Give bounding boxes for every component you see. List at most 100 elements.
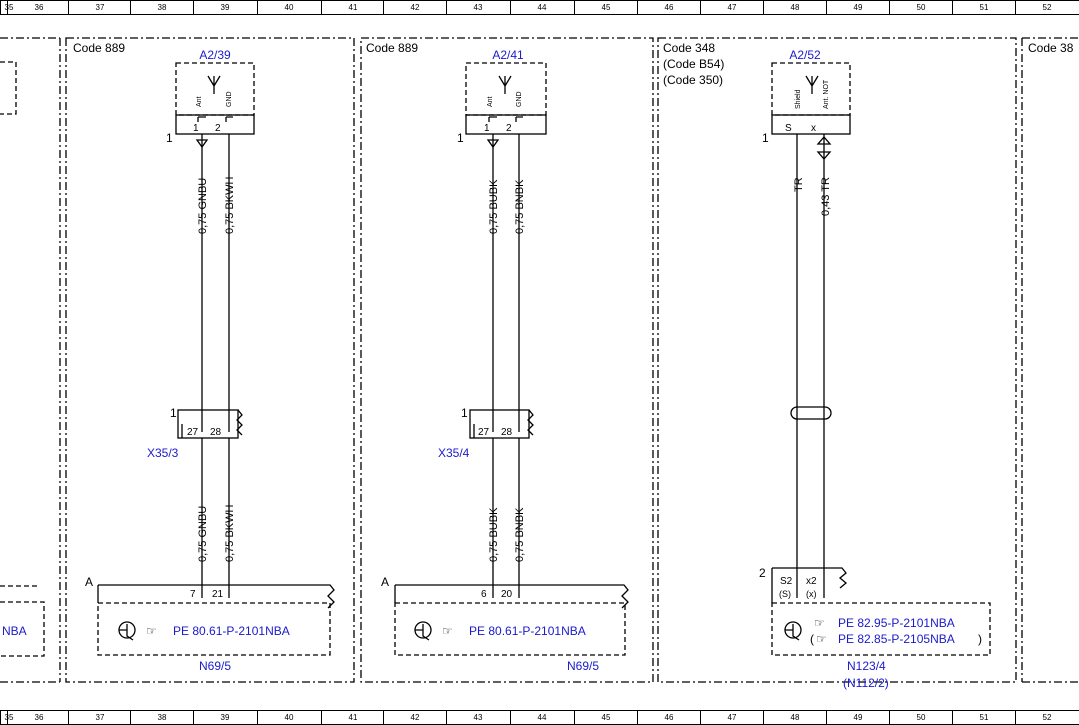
left-connector-pin-28: 28	[210, 427, 222, 438]
right-code-label-3: (Code 350)	[663, 73, 723, 87]
right-wire-ant: 0,43 TR	[820, 177, 832, 216]
ruler-cell: 37	[68, 711, 131, 724]
left-wire-top-2: 0,75 BKWH	[224, 176, 236, 234]
right-pe2-close: )	[978, 632, 982, 646]
ruler-cell: 41	[321, 1, 384, 14]
ruler-cell: 42	[383, 1, 446, 14]
ruler-cell: 36	[7, 711, 70, 724]
left-pin-label-ant: Ant	[196, 96, 203, 107]
ruler-cell: 45	[574, 711, 637, 724]
right-unit-pin-s2: S2	[780, 576, 793, 587]
right-unit-pin-x-alt: (x)	[806, 589, 817, 599]
left-connector-label: X35/3	[147, 446, 179, 460]
right-unit-label: N123/4	[847, 659, 886, 673]
mid-connector-label: X35/4	[438, 446, 470, 460]
left-pe-link: PE 80.61-P-2101NBA	[173, 624, 290, 638]
ruler-cell: 52	[1015, 1, 1078, 14]
right-pin-label-ant-not: Ant. NOT	[823, 79, 830, 109]
left-pin-1: 1	[193, 123, 199, 134]
left-unit-pin-21: 21	[212, 589, 224, 600]
ruler-cell: 46	[637, 711, 700, 724]
ruler-cell: 52	[1015, 711, 1078, 724]
ruler-cell: 50	[889, 1, 952, 14]
left-module-label: A2/39	[199, 48, 231, 62]
right-code-label-2: (Code B54)	[663, 57, 724, 71]
right-pe2-hand-icon: ☞	[816, 632, 827, 646]
right-unit-pin-x2: x2	[806, 576, 817, 587]
left-unit-ref: A	[85, 575, 93, 589]
ruler-cell: 48	[763, 1, 826, 14]
right-wire-shield: TR	[793, 177, 805, 192]
right-ref: 1	[762, 131, 769, 145]
ruler-cell: 41	[321, 711, 384, 724]
left-connector-ref: 1	[170, 406, 177, 420]
mid-code-label: Code 889	[366, 41, 418, 55]
right-pe1-hand-icon: ☞	[814, 616, 825, 630]
ruler-cell: 50	[889, 711, 952, 724]
ruler-cell: 39	[193, 1, 256, 14]
ruler-cell: 35	[0, 1, 17, 14]
mid-wire-bottom-1: 0,75 BUBK	[488, 507, 500, 562]
right-pe2-open: (	[810, 632, 814, 646]
left-wire-bottom-1: 0,75 GNBU	[197, 506, 209, 562]
ruler-cell: 38	[130, 1, 193, 14]
mid-pe-link: PE 80.61-P-2101NBA	[469, 624, 586, 638]
right-code-label-1: Code 348	[663, 41, 715, 55]
ruler-cell: 36	[7, 1, 70, 14]
ruler-cell: 51	[952, 711, 1015, 724]
mid-wire-top-1: 0,75 BUBK	[488, 179, 500, 234]
ruler-cell: 43	[446, 1, 509, 14]
right-pin-label-shield: Shield	[795, 89, 802, 109]
mid-pin-2: 2	[506, 123, 512, 134]
ruler-cell: 46	[637, 1, 700, 14]
ruler-cell: 47	[700, 1, 763, 14]
mid-unit-ref: A	[381, 575, 389, 589]
left-ref: 1	[166, 131, 173, 145]
mid-pe-hand-icon: ☞	[442, 624, 453, 638]
right-pin-x: x	[811, 123, 816, 134]
mid-unit-pin-6: 6	[481, 589, 487, 600]
right-pe2-link: PE 82.85-P-2105NBA	[838, 632, 955, 646]
mid-connector-pin-27: 27	[478, 427, 490, 438]
mid-pin-label-ant: Ant	[487, 96, 494, 107]
mid-wire-top-2: 0,75 BNBK	[514, 179, 526, 234]
left-connector-pin-27: 27	[187, 427, 199, 438]
ruler-cell: 39	[193, 711, 256, 724]
ruler-cell: 35	[0, 711, 17, 724]
left-pe-hand-icon: ☞	[146, 624, 157, 638]
right-module-label: A2/52	[789, 48, 821, 62]
ruler-cell: 38	[130, 711, 193, 724]
ruler-cell: 37	[68, 1, 131, 14]
ruler-cell: 40	[257, 711, 320, 724]
ruler-cell: 40	[257, 1, 320, 14]
far-left-pe-fragment: NBA	[2, 624, 27, 638]
left-unit-label: N69/5	[199, 659, 231, 673]
ruler-cell: 43	[446, 711, 509, 724]
mid-pin-label-gnd: GND	[516, 91, 523, 107]
left-pin-label-gnd: GND	[226, 91, 233, 107]
ruler-cell: 45	[574, 1, 637, 14]
ruler-cell: 42	[383, 711, 446, 724]
ruler-cell: 48	[763, 711, 826, 724]
right-unit-ref: 2	[759, 566, 766, 580]
right-unit-pin-s-alt: (S)	[779, 589, 791, 599]
left-code-label: Code 889	[73, 41, 125, 55]
mid-unit-label: N69/5	[567, 659, 599, 673]
left-wire-top-1: 0,75 GNBU	[197, 178, 209, 234]
mid-connector-ref: 1	[461, 406, 468, 420]
right-pe1-link: PE 82.95-P-2101NBA	[838, 616, 955, 630]
ruler-cell: 44	[510, 711, 573, 724]
mid-connector-pin-28: 28	[501, 427, 513, 438]
right-pin-s: S	[785, 123, 792, 134]
mid-wire-bottom-2: 0,75 BNBK	[514, 507, 526, 562]
ruler-cell: 47	[700, 711, 763, 724]
left-wire-bottom-2: 0,75 BKWH	[224, 504, 236, 562]
left-unit-pin-7: 7	[190, 589, 196, 600]
far-right-code-label: Code 38	[1028, 41, 1074, 55]
mid-ref: 1	[457, 131, 464, 145]
ruler-cell: 49	[826, 1, 889, 14]
mid-unit-pin-20: 20	[501, 589, 513, 600]
left-pin-2: 2	[215, 123, 221, 134]
